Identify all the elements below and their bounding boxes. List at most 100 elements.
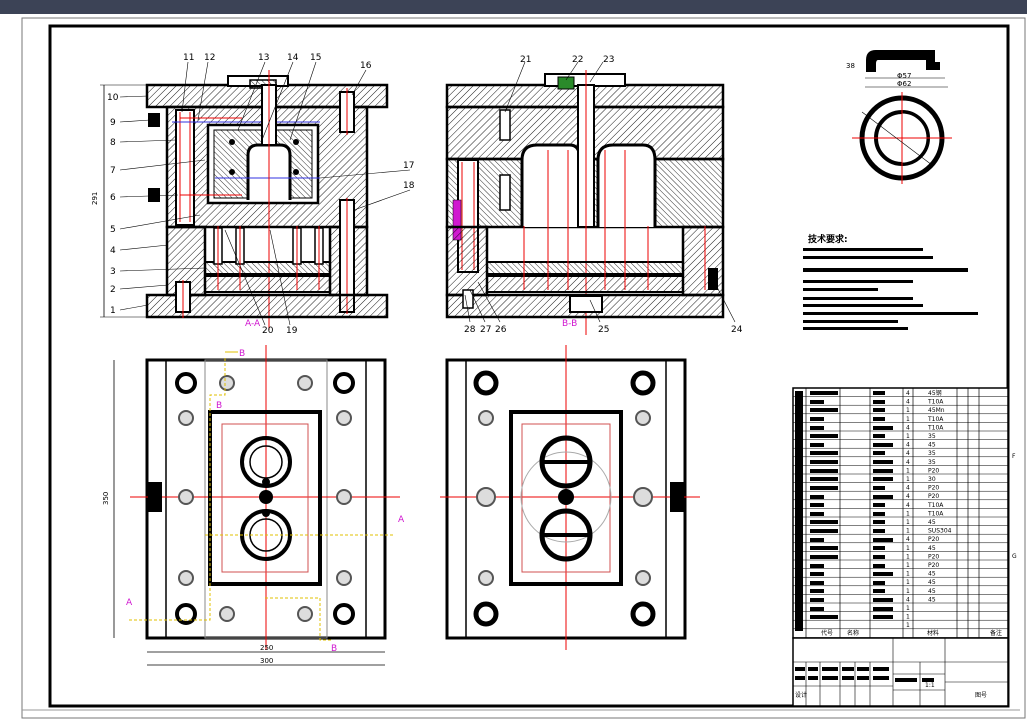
dim-width-outer: 300 — [260, 657, 273, 665]
bom-material-cell: 45 — [928, 579, 936, 586]
part-number: 2 — [110, 285, 116, 295]
bom-material-cell: P20 — [928, 562, 939, 569]
title-drawing-number: 图号 — [975, 692, 987, 699]
bom-material-cell: 45Mn — [928, 407, 945, 414]
bom-qty-cell: 1 — [906, 528, 910, 535]
bom-qty-cell: 1 — [906, 588, 910, 595]
part-number: 15 — [310, 53, 321, 63]
bom-material-cell: T10A — [927, 424, 944, 431]
bom-qty-cell: 1 — [906, 545, 910, 552]
part-dim: Φ62 — [897, 80, 911, 88]
bom-material-cell: 45 — [928, 519, 936, 526]
bom-qty-cell: 1 — [906, 553, 910, 560]
bom-material-cell: 35 — [928, 433, 936, 440]
bom-qty-cell: 1 — [906, 605, 910, 612]
bom-material-cell: 35 — [928, 450, 936, 457]
part-number: 16 — [360, 61, 372, 71]
bom-qty-cell: 4 — [906, 450, 910, 457]
tech-requirements-text — [803, 248, 978, 330]
plan-view-fixed-half — [440, 345, 700, 650]
part-number: 8 — [110, 138, 116, 148]
plan-view-moving-half — [113, 345, 400, 666]
dim-height-label: 291 — [91, 192, 99, 205]
top-window-bar — [0, 0, 1027, 14]
bom-material-cell: P20 — [928, 536, 939, 543]
part-detail-view — [852, 50, 952, 184]
bom-qty-cell: 4 — [906, 536, 910, 543]
section-a-label: A-A — [245, 319, 261, 329]
bom-qty-cell: 1 — [906, 476, 910, 483]
bom-material-cell: P20 — [928, 553, 939, 560]
dim-width-inner: 250 — [260, 644, 273, 652]
bom-qty-cell: 4 — [906, 424, 910, 431]
leader-lines-a — [119, 61, 411, 326]
bom-header-material: 材料 — [927, 629, 939, 637]
bom-material-cell: 30 — [928, 476, 936, 483]
leader-lines-b — [464, 61, 736, 323]
title-design-label: 设计 — [795, 691, 807, 699]
part-number: 26 — [495, 325, 507, 335]
part-number: 12 — [204, 53, 215, 63]
part-number: 24 — [731, 325, 743, 335]
cut-label: A — [398, 515, 405, 525]
section-view-b-b — [445, 70, 725, 335]
bom-material-cell: T10A — [927, 416, 944, 423]
border-mark: F — [1012, 453, 1016, 460]
part-number: 7 — [110, 166, 116, 176]
bom-material-cell: T10A — [927, 399, 944, 406]
dim-plan-height: 350 — [102, 492, 110, 505]
part-number: 9 — [110, 118, 116, 128]
part-number: 19 — [286, 326, 298, 336]
bom-qty-cell: 4 — [906, 399, 910, 406]
bom-header-name: 名称 — [847, 629, 859, 637]
tech-requirements-title: 技术要求: — [808, 233, 848, 245]
part-number: 1 — [110, 306, 116, 316]
cut-label: B — [239, 349, 245, 359]
bom-material-cell: 45 — [928, 571, 936, 578]
part-number: 28 — [464, 325, 476, 335]
section-view-a-a — [100, 70, 389, 330]
bom-qty-cell: 4 — [906, 390, 910, 397]
bom-qty-cell: 4 — [906, 493, 910, 500]
bom-qty-cell: 1 — [906, 407, 910, 414]
bom-material-cell: 45钢 — [928, 389, 942, 397]
part-number: 3 — [110, 267, 116, 277]
part-dim: Φ57 — [897, 72, 911, 80]
bom-material-cell: P20 — [928, 493, 939, 500]
bom-qty-cell: 1 — [906, 433, 910, 440]
outer-sheet-border — [21, 17, 1026, 719]
bom-material-cell: 45 — [928, 588, 936, 595]
bom-qty-cell: 4 — [906, 502, 910, 509]
bom-material-cell: 35 — [928, 459, 936, 466]
bom-material-cell: 45 — [928, 596, 936, 603]
bom-header-code: 代号 — [821, 629, 833, 637]
bom-qty-cell: 1 — [906, 416, 910, 423]
drawing-frame — [48, 24, 1010, 708]
bom-material-cell: SUS304 — [928, 528, 952, 535]
bom-qty-cell: 1 — [906, 510, 910, 517]
part-number: 4 — [110, 246, 116, 256]
part-number: 13 — [258, 53, 269, 63]
bom-qty-cell: 4 — [906, 596, 910, 603]
title-scale: 1:1 — [925, 682, 935, 689]
bom-qty-cell: 1 — [906, 614, 910, 621]
part-number: 11 — [183, 53, 194, 63]
cut-label: A — [126, 598, 133, 608]
bom-qty-cell: 4 — [906, 485, 910, 492]
bom-header-note: 备注 — [990, 629, 1002, 637]
part-dim: 38 — [846, 62, 855, 70]
part-number: 10 — [107, 93, 119, 103]
part-number: 23 — [603, 55, 614, 65]
part-number: 18 — [403, 181, 415, 191]
cut-label: B — [216, 401, 222, 411]
part-number: 14 — [287, 53, 299, 63]
part-number: 6 — [110, 193, 116, 203]
part-number: 5 — [110, 225, 116, 235]
bom-qty-cell: 1 — [906, 467, 910, 474]
part-numbers-a: 1 2 3 4 5 6 7 8 9 10 11 12 13 14 15 16 1… — [107, 53, 415, 336]
section-b-label: B-B — [562, 319, 577, 329]
part-number: 27 — [480, 325, 491, 335]
bom-material-cell: P20 — [928, 467, 939, 474]
